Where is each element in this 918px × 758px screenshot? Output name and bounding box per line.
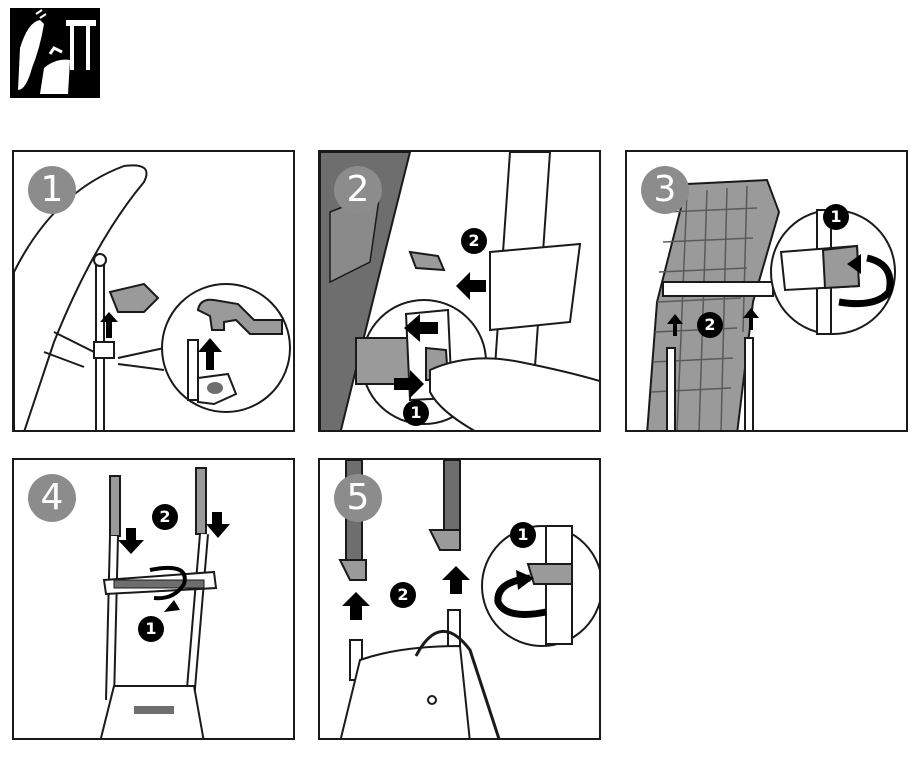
step-3-panel: 3 1 2	[625, 150, 908, 432]
step-1-illustration	[14, 164, 291, 430]
step-1-panel: 1	[12, 150, 295, 432]
sub-step-badge: 1	[138, 616, 164, 642]
sub-step-badge: 1	[510, 522, 536, 548]
step-4-panel: 4 2 1	[12, 458, 295, 740]
step-2-panel: 2 2 1	[318, 150, 601, 432]
step-3-illustration	[646, 178, 896, 430]
step-number-badge: 4	[28, 474, 76, 522]
sub-step-badge: 2	[697, 312, 723, 338]
sub-step-badge: 2	[152, 504, 178, 530]
ironing-board-logo-icon	[10, 8, 100, 98]
step-5-panel: 5 1 2	[318, 458, 601, 740]
sub-step-badge: 1	[403, 400, 429, 426]
step-number-badge: 3	[641, 166, 689, 214]
step-5-illustration	[338, 460, 599, 738]
sub-step-badge: 1	[823, 204, 849, 230]
step-number-badge: 2	[334, 166, 382, 214]
sub-step-badge: 2	[390, 582, 416, 608]
step-number-badge: 5	[334, 474, 382, 522]
step-number-badge: 1	[28, 166, 76, 214]
sub-step-badge: 2	[461, 228, 487, 254]
step-2-illustration	[320, 152, 599, 430]
step-4-illustration	[99, 467, 230, 738]
